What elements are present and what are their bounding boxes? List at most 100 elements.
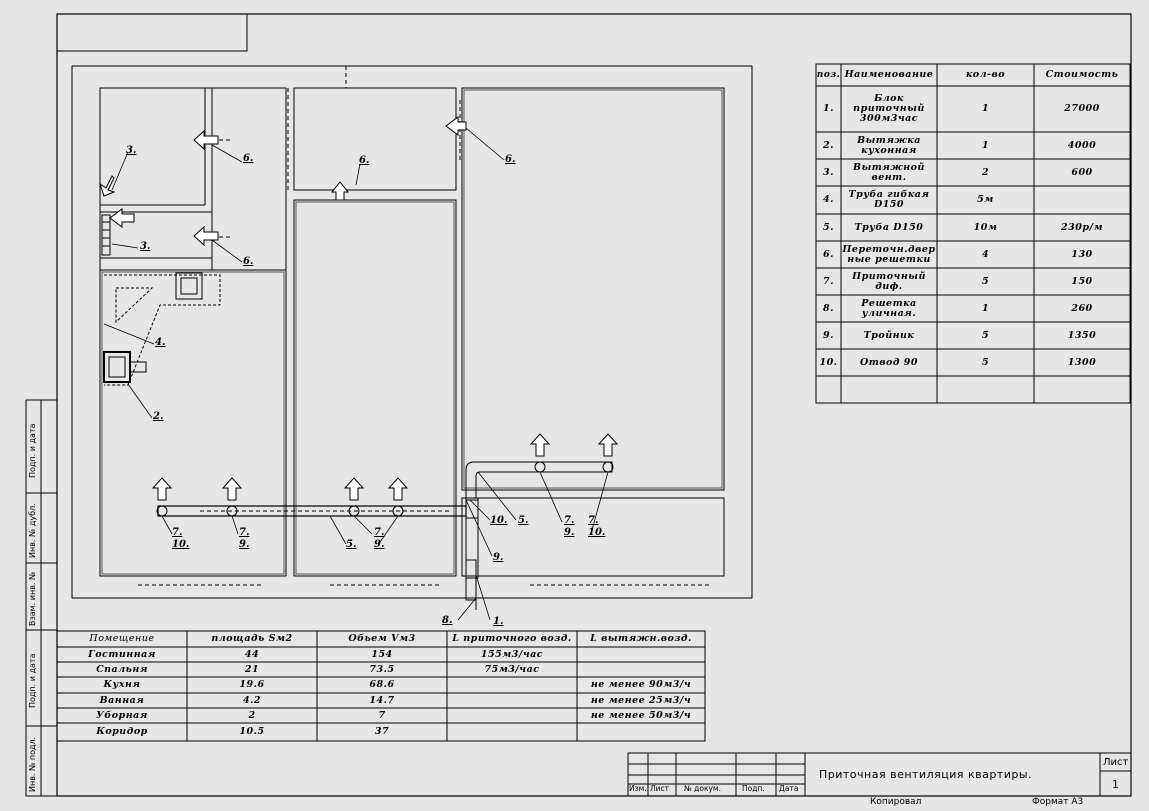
spec-qty: 5 xyxy=(981,356,990,368)
callout-7a: 7. xyxy=(172,527,183,538)
callout-5b: 5. xyxy=(518,515,529,526)
spec-header-name: Наименование xyxy=(844,69,934,80)
room-supply xyxy=(447,708,577,723)
room-name: Ванная xyxy=(99,694,145,706)
room-supply xyxy=(447,723,577,741)
spec-header-qty: кол-во xyxy=(965,69,1006,80)
callout-9d: 9. xyxy=(493,552,504,563)
room-area: 2 xyxy=(248,709,256,721)
room-volume: 68.6 xyxy=(369,679,395,690)
copied-label: Копировал xyxy=(870,797,922,807)
spec-pos: 8. xyxy=(823,302,834,314)
spec-name: Приточный диф. xyxy=(852,270,926,292)
room-area: 4.2 xyxy=(242,694,262,706)
room-volume: 37 xyxy=(374,726,390,737)
callout-1: 1. xyxy=(493,616,504,627)
room-exhaust xyxy=(577,647,705,662)
room-name: Уборная xyxy=(96,709,148,721)
callout-4: 4. xyxy=(155,337,166,348)
room-exhaust: не менее 90м3/ч xyxy=(590,679,692,690)
spec-cost: 4000 xyxy=(1067,139,1097,151)
spec-pos: 9. xyxy=(823,329,834,341)
room-volume: 154 xyxy=(371,648,393,660)
room-area: 19.6 xyxy=(239,679,265,690)
side-label-vzam-inv: Взам. инв. № xyxy=(28,571,37,626)
spec-name: Переточн.двер ные решетки xyxy=(842,243,936,265)
spec-pos: 5. xyxy=(823,221,834,233)
spec-qty: 10м xyxy=(973,221,998,233)
room-exhaust xyxy=(577,662,705,677)
callout-9c: 9. xyxy=(374,539,385,550)
rooms-header-supply: L приточного возд. xyxy=(452,633,572,644)
spec-cost: 1300 xyxy=(1067,356,1097,368)
spec-name: Решетка уличная. xyxy=(861,297,917,319)
spec-qty: 1 xyxy=(981,103,990,114)
callout-5a: 5. xyxy=(346,539,357,550)
rooms-header-volume: Обьем Vм3 xyxy=(348,633,416,644)
spec-qty: 1 xyxy=(981,139,990,151)
spec-name: Блок приточный 300м3час xyxy=(853,93,925,124)
callout-7e: 7. xyxy=(564,515,575,526)
side-label-inv-podl: Инв. № подл. xyxy=(28,736,37,792)
spec-pos: 7. xyxy=(823,275,834,287)
callout-2: 2. xyxy=(153,411,164,422)
room-name: Коридор xyxy=(96,726,148,737)
spec-pos: 6. xyxy=(823,248,834,260)
callout-10a: 10. xyxy=(172,539,190,550)
room-area: 44 xyxy=(244,648,260,660)
spec-pos: 4. xyxy=(823,194,834,205)
room-volume: 7 xyxy=(378,709,386,721)
room-exhaust: не менее 25м3/ч xyxy=(590,694,692,706)
spec-qty: 5м xyxy=(977,194,994,205)
callout-6a: 6. xyxy=(243,153,254,164)
spec-name: Тройник xyxy=(863,329,915,341)
room-exhaust xyxy=(577,723,705,741)
col-data: Дата xyxy=(779,784,799,793)
callout-10f: 10. xyxy=(588,527,606,538)
callout-3b: 3. xyxy=(140,241,151,252)
spec-cost: 130 xyxy=(1071,248,1093,260)
spec-cost: 1350 xyxy=(1067,329,1097,341)
room-name: Гостинная xyxy=(88,648,156,660)
rooms-header-exhaust: L вытяжн.возд. xyxy=(590,633,692,644)
spec-cost: 230р/м xyxy=(1061,221,1103,233)
room-supply xyxy=(447,693,577,708)
callout-9b: 9. xyxy=(239,539,250,550)
spec-cost: 260 xyxy=(1071,302,1093,314)
rooms-header-area: площадь Sм2 xyxy=(211,633,293,644)
spec-cost: 600 xyxy=(1071,166,1093,178)
callout-7c: 7. xyxy=(374,527,385,538)
col-doc: № докум. xyxy=(684,784,721,793)
callout-7b: 7. xyxy=(239,527,250,538)
col-list: Лист xyxy=(650,784,670,793)
spec-pos: 10. xyxy=(819,356,838,368)
spec-name: Труба гибкая D150 xyxy=(848,189,930,210)
callout-6d: 6. xyxy=(505,154,516,165)
callout-6c: 6. xyxy=(359,155,370,166)
spec-cost xyxy=(1034,186,1130,214)
callout-10d: 10. xyxy=(490,515,508,526)
spec-qty: 2 xyxy=(981,166,990,178)
side-label-sign-date-1: Подп. и дата xyxy=(28,423,37,479)
room-volume: 14.7 xyxy=(369,694,395,706)
callout-6b: 6. xyxy=(243,256,254,267)
callout-7f: 7. xyxy=(588,515,599,526)
rooms-header-room: Помещение xyxy=(89,633,155,644)
side-label-sign-date-2: Подп. и дата xyxy=(28,653,37,709)
room-name: Кухня xyxy=(103,679,141,690)
sheet-number: 1 xyxy=(1112,778,1119,791)
spec-pos: 1. xyxy=(823,103,834,114)
spec-qty: 4 xyxy=(981,248,990,260)
spec-cost: 27000 xyxy=(1064,103,1100,114)
callout-9e: 9. xyxy=(564,527,575,538)
room-area: 10.5 xyxy=(239,726,265,737)
room-area: 21 xyxy=(244,663,260,675)
drawing-title: Приточная вентиляция квартиры. xyxy=(819,768,1033,781)
format-label: Формат А3 xyxy=(1032,797,1084,807)
spec-qty: 5 xyxy=(981,275,990,287)
spec-name: Вытяжной вент. xyxy=(853,161,925,183)
callout-3a: 3. xyxy=(126,145,137,156)
spec-header-cost: Стоимость xyxy=(1045,69,1119,80)
room-supply: 75м3/час xyxy=(484,663,540,675)
